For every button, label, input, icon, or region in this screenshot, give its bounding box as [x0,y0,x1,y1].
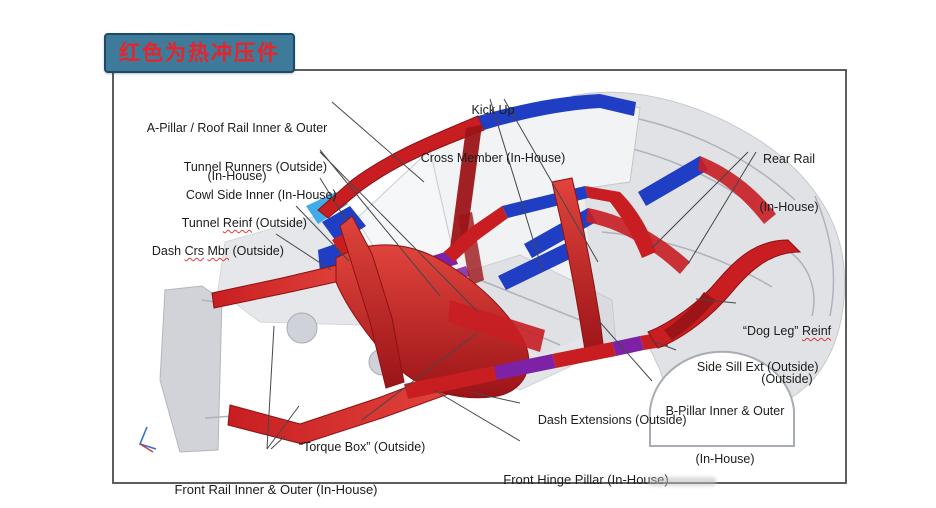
rear-rail-far-blue [638,156,708,206]
leader-cowl-side [319,177,348,223]
label-dog-leg: “Dog Leg” Reinf (Outside) [742,324,832,386]
leader-rear-rail [651,151,757,265]
leader-a-pillar [331,101,425,183]
strut-tower-left [286,312,318,344]
coordinate-triad-icon [138,426,157,453]
watermark-smudge [648,477,716,486]
far-rail-front [444,206,508,262]
label-a-pillar: A-Pillar / Roof Rail Inner & Outer (In-H… [146,121,328,183]
label-tunnel-runners: Tunnel Runners (Outside) [183,160,328,174]
far-rail-rear [585,186,656,258]
leader-dog-leg [695,298,737,304]
badge-text: 红色为热冲压件 [119,42,280,65]
rear-wheel-arch [648,350,795,447]
leader-b-pillar [597,319,653,382]
leader-lines [266,98,757,450]
rocker-mid-red [552,342,616,368]
roof-bow [450,125,482,248]
label-rear-rail: Rear Rail (In-House) [759,152,819,214]
label-front-hinge-pillar: Front Hinge Pillar (In-House) (Ductibor … [503,472,669,488]
dog-leg-reinf-part [664,292,716,340]
tail-edge-line [814,195,835,317]
rear-rail-far-red [698,156,776,224]
label-kick-up: Kick Up Cross Member (In-House) [420,103,566,165]
tunnel-arm [448,300,545,352]
kick-up-cross-member [498,242,576,290]
front-hinge-pillar [339,215,405,389]
label-front-rail: Front Rail Inner & Outer (In-House) (Duc… [174,482,378,498]
leader-dash-extensions [469,391,521,404]
label-tunnel-reinf: Tunnel Reinf (Outside) [181,216,307,230]
label-cowl-side-inner: Cowl Side Inner (In-House) [185,188,337,202]
leader-tunnel-reinf [295,205,350,262]
taillight-line [789,251,815,317]
label-side-sill-ext: Side Sill Ext (Outside) [696,360,819,374]
leader-kick-up [489,98,599,273]
leader-tunnel-runners [319,149,479,313]
front-bumper-beam [159,285,223,453]
leader-side-sill [649,339,677,351]
leader-front-hinge [433,389,521,442]
leader-torque-box [270,332,478,450]
structural-members [211,94,802,445]
rocker-front-red [404,366,497,399]
label-dash-crs-mbr: Dash Crs Mbr (Outside) [151,244,284,258]
leader-dash-crs-mbr [275,233,332,271]
leader-front-rail [266,325,300,450]
rocker-purple-2 [612,336,644,356]
label-dash-extensions: Dash Extensions (Outside) [537,413,687,427]
beltline-crease [601,231,773,288]
label-torque-box: “Torque Box” (Outside) [298,440,426,454]
roof-rail-blue-segment [478,94,636,130]
diagram-frame [112,69,847,484]
liftgate-line [619,114,796,201]
rocker-purple-1 [494,354,556,380]
b-pillar [551,177,605,357]
hot-stamping-badge: 红色为热冲压件 [104,33,295,73]
label-b-pillar: B-Pillar Inner & Outer (In-House) [665,404,785,466]
